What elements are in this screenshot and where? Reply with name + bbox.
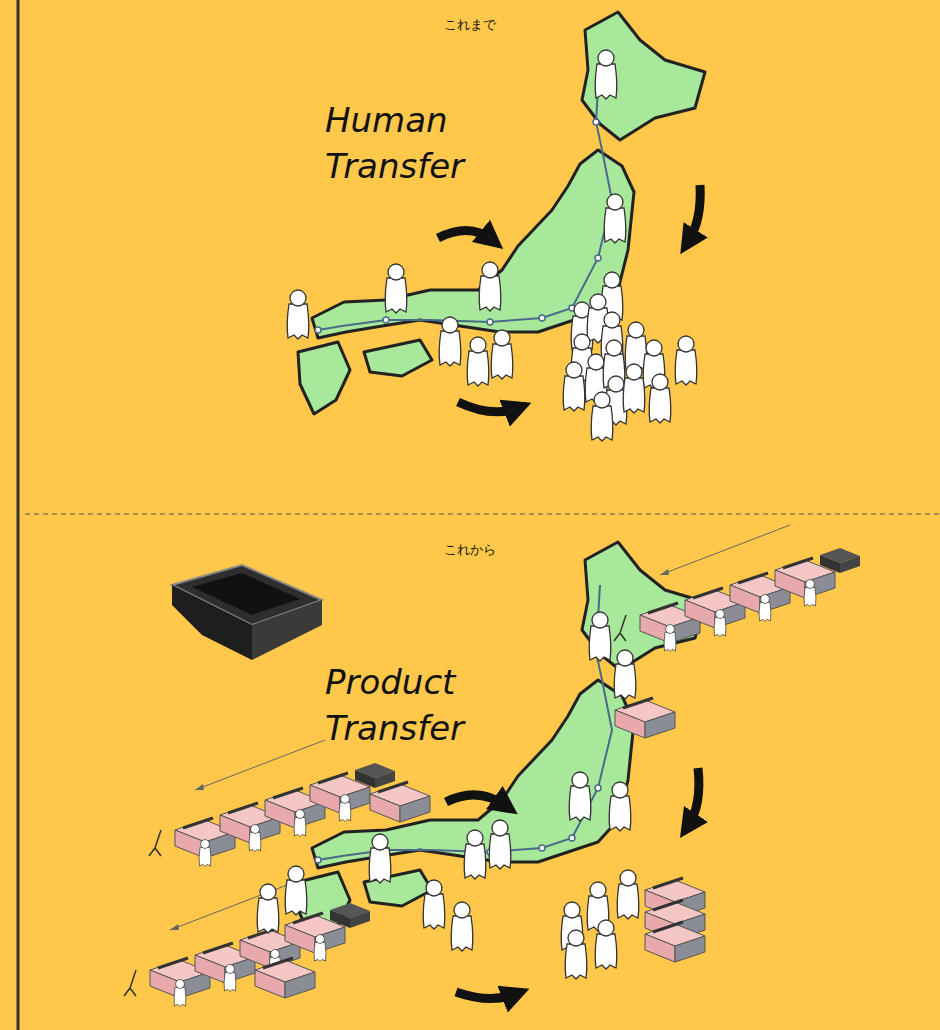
section-heading: これから [444, 541, 496, 559]
title-text: Human Transfer [325, 98, 535, 190]
title-text: Product Transfer [325, 660, 535, 752]
section-heading: これまで [444, 16, 496, 34]
